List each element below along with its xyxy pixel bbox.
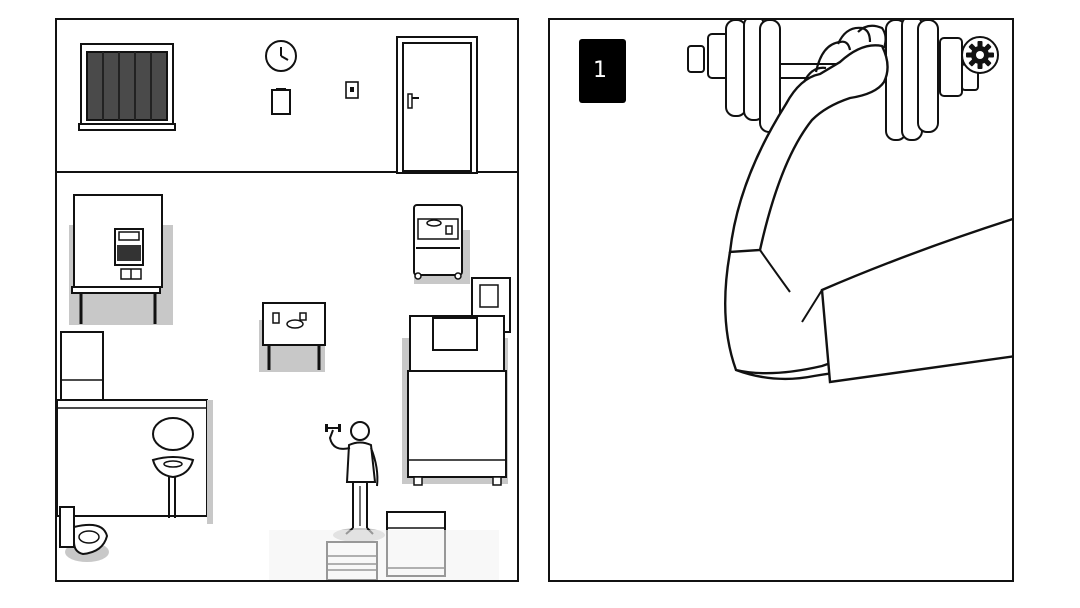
door[interactable]	[396, 36, 478, 174]
arm-curl-illustration	[687, 20, 1012, 384]
rep-counter: 1	[579, 39, 626, 103]
small-table[interactable]	[259, 302, 326, 372]
bed[interactable]	[402, 315, 508, 486]
nightstand-cart[interactable]	[413, 204, 470, 284]
gear-icon	[961, 36, 999, 74]
room-scene	[57, 36, 517, 580]
fridge[interactable]	[60, 331, 104, 403]
kitchenette[interactable]	[69, 194, 173, 325]
window[interactable]	[78, 43, 176, 131]
settings-button[interactable]	[961, 36, 999, 74]
mirror[interactable]	[152, 417, 194, 451]
paper-note[interactable]	[271, 88, 291, 115]
player-character[interactable]	[325, 421, 385, 542]
light-switch-icon[interactable]	[345, 81, 359, 99]
closeup-view: 1	[548, 18, 1014, 582]
toilet[interactable]	[59, 506, 109, 562]
wall-clock-icon[interactable]	[265, 40, 297, 72]
dumbbell-left-plates	[687, 20, 781, 133]
room-view	[55, 18, 519, 582]
sink[interactable]	[151, 456, 195, 518]
